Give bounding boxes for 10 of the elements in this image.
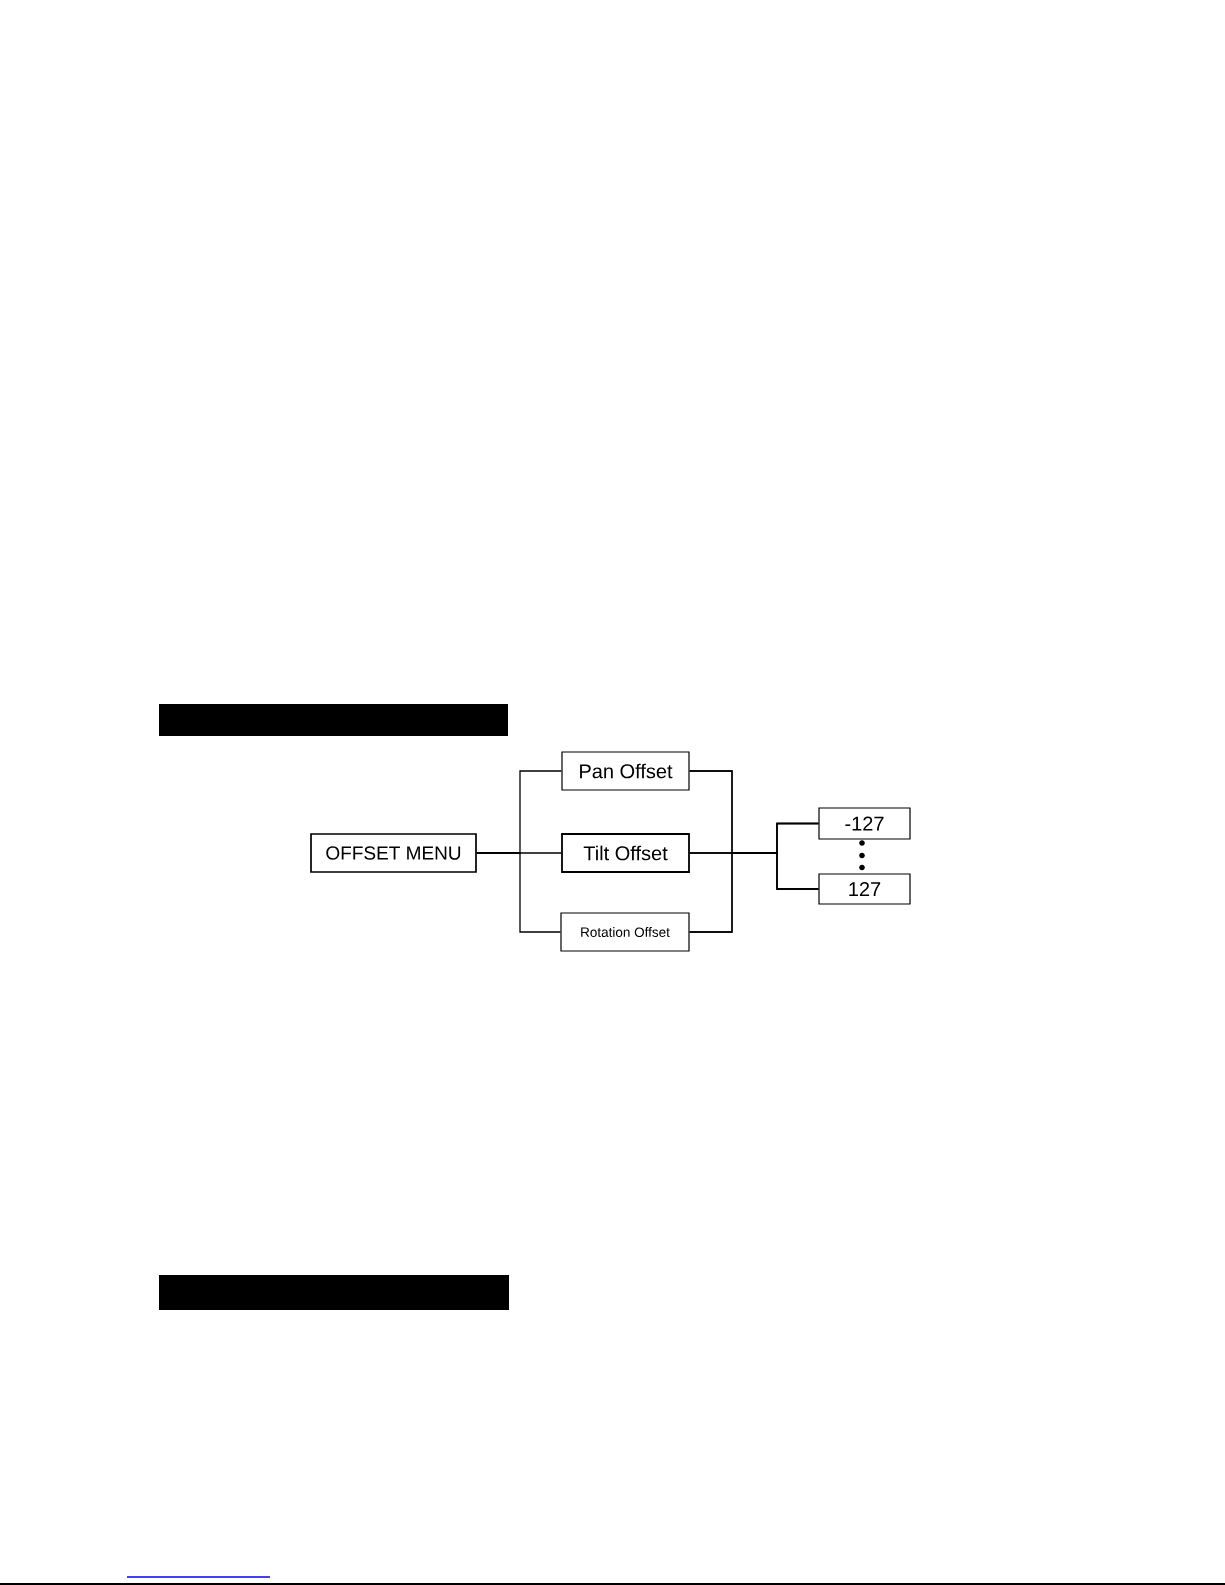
menu-item-box: Rotation Offset <box>560 912 690 952</box>
value-box: 127 <box>818 873 911 905</box>
value-box: -127 <box>818 807 911 840</box>
menu-item-box: Tilt Offset <box>561 833 690 873</box>
menu-box: OFFSET MENU <box>310 833 477 873</box>
menu-item-box: Pan Offset <box>561 751 690 791</box>
heading-bar <box>159 704 508 736</box>
heading-bar <box>159 1275 509 1310</box>
connector-line <box>476 852 562 933</box>
connector-line <box>688 852 820 933</box>
